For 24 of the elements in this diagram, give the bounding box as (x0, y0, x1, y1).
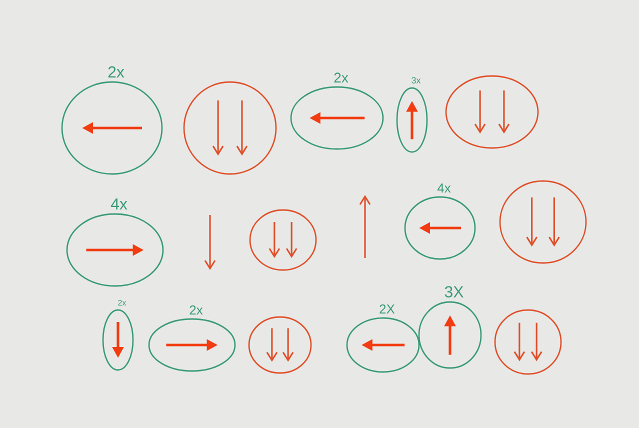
count-label: 2x (190, 305, 203, 314)
count-label: 3x (412, 77, 421, 84)
circle (290, 86, 384, 150)
circle (249, 209, 317, 271)
count-label: 3X (444, 286, 464, 298)
circle (396, 87, 428, 153)
circle (61, 81, 163, 175)
circle (499, 180, 587, 264)
count-label: 2x (334, 72, 348, 82)
circle (445, 75, 539, 149)
circle (494, 309, 562, 375)
circle (248, 316, 312, 374)
count-label: 2x (118, 300, 126, 306)
circle (404, 196, 476, 260)
count-label: 4x (110, 198, 128, 210)
count-label: 4x (437, 184, 451, 192)
circle (183, 81, 277, 175)
circle (346, 317, 420, 373)
count-label: 2x (108, 66, 124, 78)
circle (148, 318, 236, 372)
circle (102, 309, 134, 371)
circle (66, 213, 164, 287)
count-label: 2X (380, 304, 395, 314)
circle (418, 301, 482, 369)
